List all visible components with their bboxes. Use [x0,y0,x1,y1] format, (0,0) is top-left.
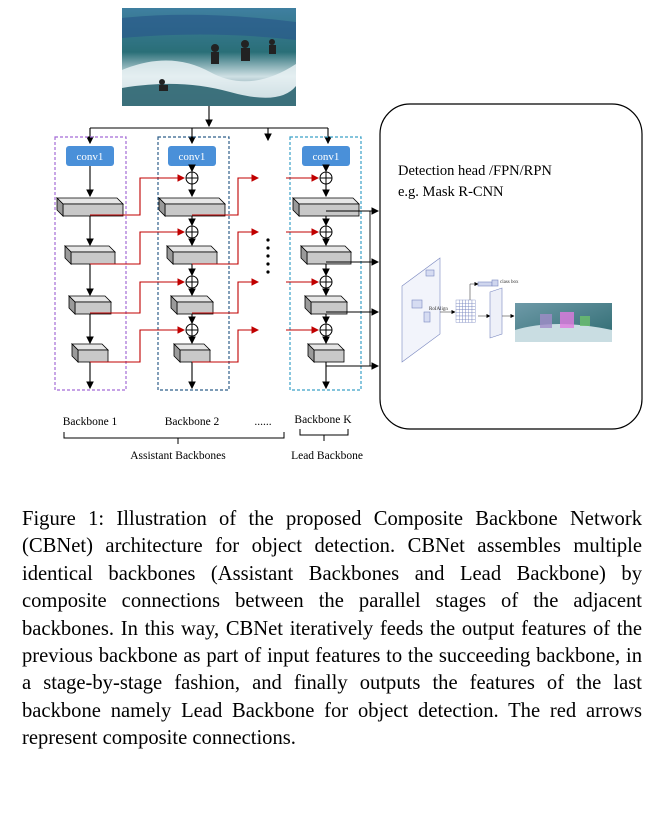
cbnet-architecture-figure: conv1 conv1 conv1 Detection head /FPN/RP… [54,8,643,462]
backbone-ellipsis: ...... [254,416,271,428]
plus-node-2-0 [319,171,333,185]
stage-block-1-2 [170,295,214,315]
stage-block-2-2 [304,295,348,315]
backbone-1-label: Backbone 1 [63,416,118,428]
stage-block-0-2 [68,295,112,315]
figure-caption: Figure 1: Illustration of the proposed C… [22,506,642,753]
group-braces [63,429,349,444]
input-lines [86,106,332,145]
stage-block-0-1 [64,245,116,265]
plus-node-1-0 [185,171,199,185]
lead-backbone-label: Lead Backbone [291,450,363,462]
plus-node-1-2 [185,275,199,289]
stage-block-1-0 [158,197,226,217]
svg-text:RoIAlign: RoIAlign [429,307,448,312]
conv1-block-1: conv1 [66,146,114,166]
head-subtitle: e.g. Mask R-CNN [398,184,504,200]
composite-arrow-1-1 [90,228,186,265]
input-image [122,8,296,106]
caption-label: Figure 1: [22,508,105,530]
composite-arrow-2-3 [192,326,260,363]
svg-text:conv1: conv1 [77,151,104,163]
head-title: Detection head /FPN/RPN [398,163,552,179]
stage-block-2-0 [292,197,360,217]
vertical-ellipsis [266,238,270,274]
composite-arrow-1-3 [90,326,186,363]
mask-rcnn-diagram: RoIAlign class box [401,257,519,363]
caption-text: Illustration of the proposed Composite B… [22,508,642,750]
stage-block-2-3 [307,343,345,363]
plus-node-1-1 [185,225,199,239]
composite-arrow-2-0 [192,174,260,216]
stage-block-1-3 [173,343,211,363]
stage-block-1-1 [166,245,218,265]
output-image [515,303,612,342]
stage-block-2-1 [300,245,352,265]
composite-connections [90,174,320,363]
stage-block-0-3 [71,343,109,363]
plus-node-2-3 [319,323,333,337]
plus-node-2-2 [319,275,333,289]
backbone-stages [56,164,380,390]
backbone-k-box [289,136,362,391]
backbone-2-label: Backbone 2 [165,416,220,428]
assistant-backbones-label: Assistant Backbones [130,450,226,462]
plus-node-1-3 [185,323,199,337]
stage-block-0-0 [56,197,124,217]
backbone-k-label: Backbone K [294,414,352,426]
composite-arrow-2-1 [192,228,260,265]
plus-node-2-1 [319,225,333,239]
svg-text:conv1: conv1 [179,151,206,163]
composite-arrow-1-2 [90,278,186,314]
composite-arrow-2-2 [192,278,260,314]
svg-text:class box: class box [500,280,519,285]
conv1-block-2: conv1 [168,146,216,166]
detection-head-panel [379,103,643,430]
conv1-block-k: conv1 [302,146,350,166]
composite-arrow-1-0 [90,174,186,216]
svg-text:conv1: conv1 [313,151,340,163]
